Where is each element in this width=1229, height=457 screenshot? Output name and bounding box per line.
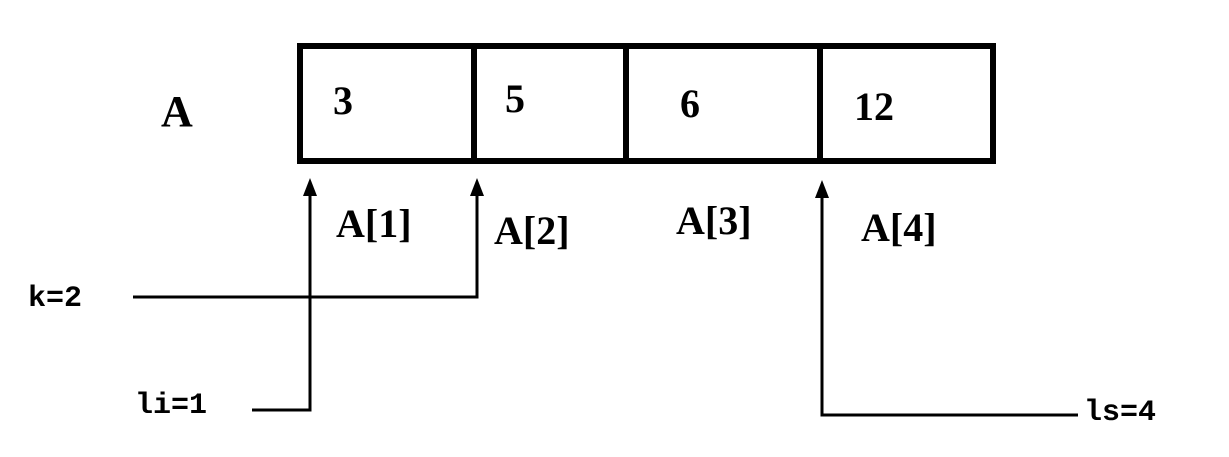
pointer-li-arrowhead xyxy=(303,178,317,196)
index-label-2: A[2] xyxy=(494,208,570,253)
index-label-3: A[3] xyxy=(676,198,752,243)
pointer-li-label: li=1 xyxy=(135,389,207,423)
pointer-k-label: k=2 xyxy=(28,282,82,316)
cell-value-3: 6 xyxy=(680,81,700,126)
array-cell-3 xyxy=(623,43,823,164)
array-values: 3 5 6 12 xyxy=(333,76,894,129)
array-cell-2 xyxy=(471,43,629,164)
array-cell-1 xyxy=(297,43,477,164)
cell-value-2: 5 xyxy=(505,76,525,121)
pointer-k-line xyxy=(133,190,479,299)
cell-value-4: 12 xyxy=(854,84,894,129)
pointer-ls-line xyxy=(820,194,1078,417)
pointer-li-line xyxy=(252,192,312,412)
array-cells xyxy=(297,43,996,164)
pointer-ls-arrowhead xyxy=(815,180,829,198)
pointer-k: k=2 xyxy=(28,178,484,316)
cell-value-1: 3 xyxy=(333,78,353,123)
pointer-li: li=1 xyxy=(135,178,317,423)
index-label-4: A[4] xyxy=(861,205,937,250)
pointer-ls: ls=4 xyxy=(815,180,1156,430)
index-label-1: A[1] xyxy=(336,201,412,246)
array-name: A xyxy=(161,87,193,136)
pointer-k-arrowhead xyxy=(470,178,484,196)
array-cell-4 xyxy=(817,43,996,164)
index-labels: A[1] A[2] A[3] A[4] xyxy=(336,198,937,253)
pointer-ls-label: ls=4 xyxy=(1084,396,1156,430)
